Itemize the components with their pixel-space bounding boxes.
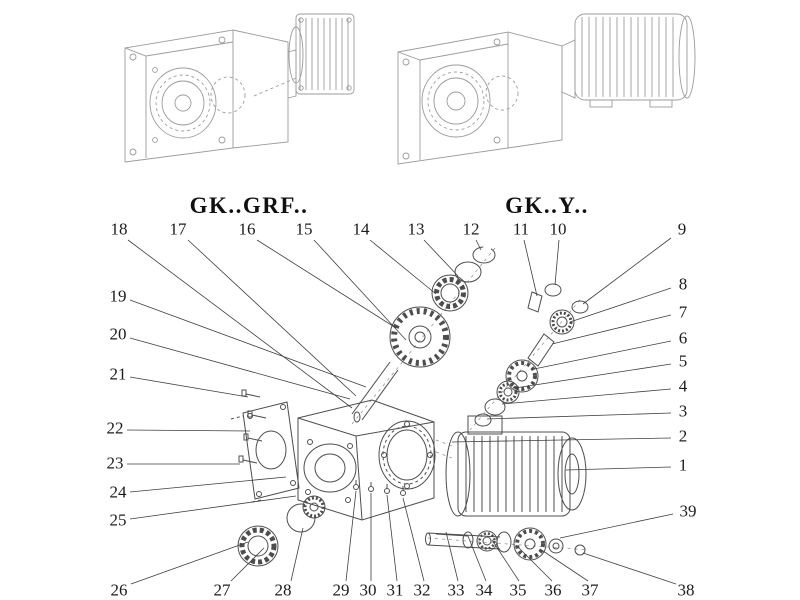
part-number-38: 38: [677, 580, 695, 600]
exploded-view: [230, 246, 589, 567]
part-number-27: 27: [213, 580, 231, 600]
part-number-33: 33: [447, 580, 465, 600]
leader-line-38: [582, 552, 677, 585]
part-number-29: 29: [332, 580, 350, 600]
part-number-31: 31: [386, 580, 404, 600]
part-number-3: 3: [678, 401, 688, 421]
gkgrf-assembled-illustration: [124, 13, 355, 163]
leader-line-22: [126, 429, 251, 432]
leader-line-12: [475, 239, 482, 251]
leader-line-10: [554, 239, 560, 286]
bolts-drawing: [238, 389, 267, 464]
leader-line-25: [129, 495, 297, 520]
motor-drawing: [445, 415, 587, 517]
leader-line-24: [129, 476, 287, 493]
leader-line-27: [230, 547, 265, 582]
part-number-8: 8: [678, 274, 688, 294]
leader-line-35: [491, 539, 520, 582]
part-number-35: 35: [509, 580, 527, 600]
leader-line-8: [569, 287, 672, 323]
part-number-2: 2: [678, 426, 688, 446]
part-number-7: 7: [678, 302, 688, 322]
cover-plate-drawing: [230, 401, 300, 503]
leader-line-37: [539, 548, 589, 582]
leader-line-13: [423, 239, 459, 277]
part-number-17: 17: [169, 219, 187, 239]
leader-line-5: [514, 363, 672, 389]
variant-label-gky: GK..Y..: [505, 193, 589, 218]
part-number-32: 32: [413, 580, 431, 600]
part-number-20: 20: [109, 324, 127, 344]
leader-line-21: [129, 376, 249, 398]
leader-line-33: [445, 531, 459, 582]
part-number-1: 1: [678, 455, 688, 475]
leader-line-3: [486, 412, 672, 420]
leader-line-20: [129, 337, 351, 400]
part-number-4: 4: [678, 376, 688, 396]
leader-line-15: [313, 239, 407, 341]
leader-line-39: [559, 513, 674, 539]
part-number-18: 18: [110, 219, 128, 239]
part-number-30: 30: [359, 580, 377, 600]
leader-line-34: [467, 535, 487, 582]
leader-line-31: [386, 494, 398, 582]
part-number-21: 21: [109, 364, 127, 384]
part-number-15: 15: [295, 219, 313, 239]
leader-line-16: [256, 239, 397, 329]
leader-line-2: [451, 437, 672, 443]
part-number-12: 12: [462, 219, 480, 239]
output-bearing-drawing: [237, 495, 326, 567]
flange-screws-drawing: [353, 480, 406, 496]
part-number-10: 10: [549, 219, 567, 239]
pinion-shaft-drawing: [474, 283, 589, 427]
leader-line-4: [501, 388, 672, 405]
part-number-23: 23: [106, 453, 124, 473]
leader-line-32: [402, 497, 425, 582]
variant-label-gkgrf: GK..GRF..: [189, 193, 309, 218]
leader-line-11: [523, 239, 538, 297]
part-number-6: 6: [678, 328, 688, 348]
leader-line-9: [582, 237, 672, 305]
part-number-26: 26: [110, 580, 128, 600]
leader-line-18: [127, 239, 353, 409]
part-number-9: 9: [677, 219, 687, 239]
part-number-36: 36: [544, 580, 562, 600]
part-number-11: 11: [512, 219, 530, 239]
leader-line-36: [515, 544, 553, 582]
assembly-axis-lines: [351, 247, 589, 551]
leader-line-7: [551, 314, 672, 345]
part-number-37: 37: [581, 580, 599, 600]
leader-line-26: [130, 541, 249, 585]
part-number-22: 22: [106, 418, 124, 438]
part-number-28: 28: [274, 580, 292, 600]
leader-lines: [126, 237, 677, 585]
part-number-34: 34: [475, 580, 493, 600]
part-number-13: 13: [407, 219, 425, 239]
gky-assembled-illustration: [397, 13, 696, 165]
leader-line-6: [533, 340, 672, 370]
part-number-14: 14: [352, 219, 370, 239]
part-number-39: 39: [679, 501, 697, 521]
part-number-25: 25: [109, 510, 127, 530]
input-shaft-gear-drawing: [351, 246, 496, 423]
part-number-5: 5: [678, 351, 688, 371]
part-number-24: 24: [109, 482, 127, 502]
part-number-19: 19: [109, 286, 127, 306]
leader-line-1: [565, 466, 672, 471]
leader-line-28: [290, 527, 304, 582]
part-number-16: 16: [238, 219, 256, 239]
leader-line-14: [369, 239, 437, 295]
leader-line-17: [187, 239, 357, 397]
output-shaft-assembly-drawing: [425, 527, 586, 561]
leader-line-19: [129, 299, 367, 388]
leader-line-29: [345, 490, 357, 582]
gear-housing-drawing: [297, 399, 436, 521]
